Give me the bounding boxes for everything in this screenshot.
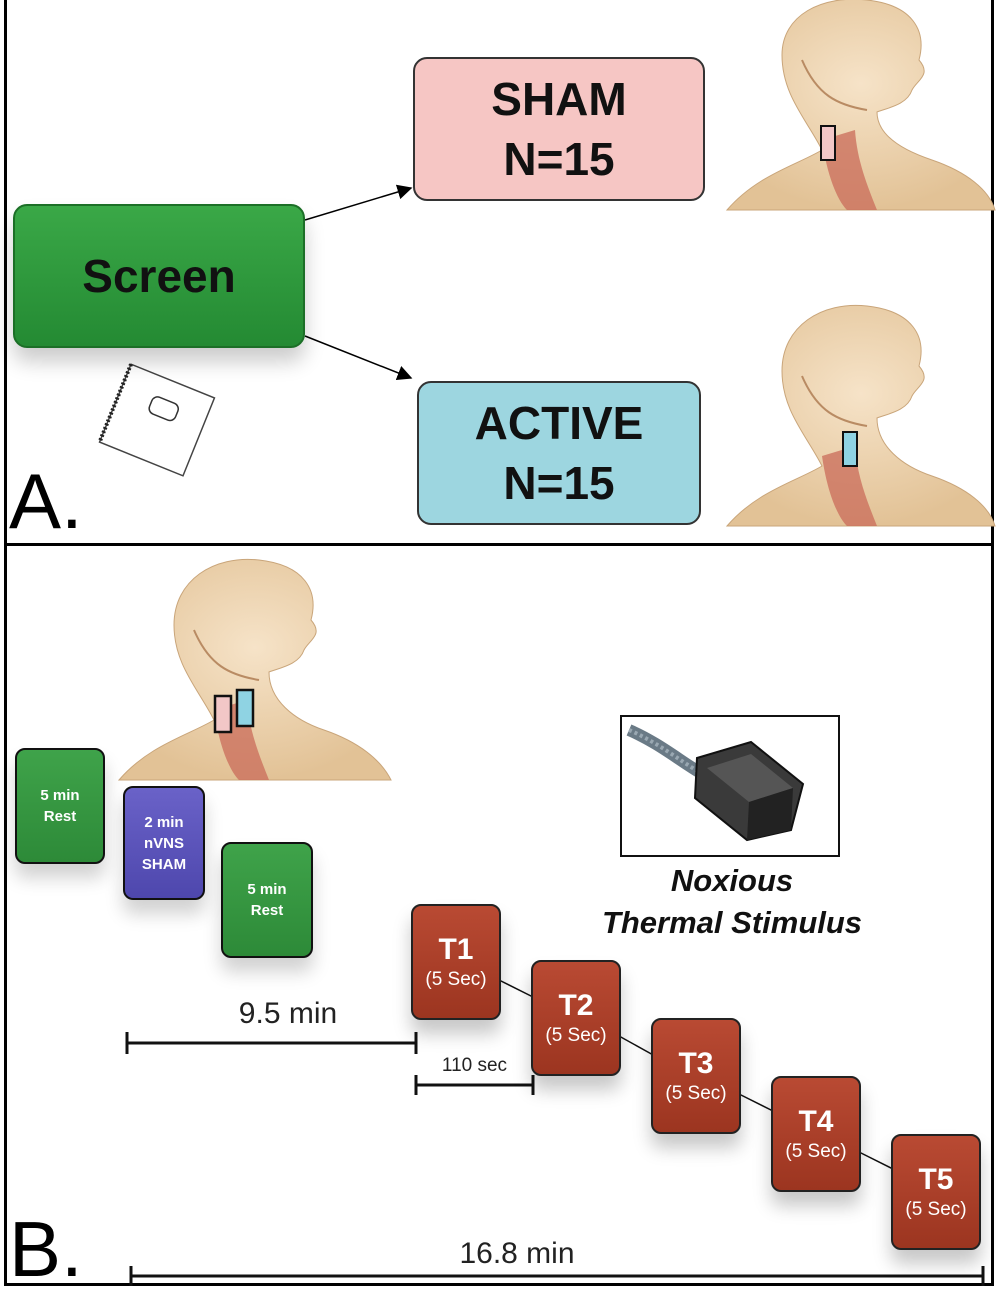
sham-count: N=15 (503, 133, 615, 185)
nvns-duration: 2 min (144, 813, 184, 831)
sham-group-box: SHAM N=15 (413, 57, 705, 201)
panel-b: 5 min Rest 2 min nVNS SHAM 5 min Rest No… (4, 543, 994, 1293)
arrow-to-active (304, 335, 413, 380)
trial-1-duration: (5 Sec) (425, 969, 487, 990)
trial-block-2: T2 (5 Sec) (531, 960, 621, 1076)
rest-block-1: 5 min Rest (15, 748, 105, 864)
trial-5-label: T5 (918, 1163, 954, 1196)
trial-block-3: T3 (5 Sec) (651, 1018, 741, 1134)
rest-2-duration: 5 min (247, 881, 287, 898)
span-interval-label: 110 sec (441, 1055, 508, 1076)
active-label: ACTIVE (474, 397, 644, 449)
head-illustration-both (117, 558, 392, 781)
connector-t2-t3 (618, 1035, 656, 1057)
stimulus-caption-line2: Thermal Stimulus (601, 905, 863, 940)
panel-b-letter: B. (9, 1205, 83, 1293)
trial-2-label: T2 (558, 989, 594, 1022)
notebook-device-icon (97, 363, 216, 477)
trial-1-label: T1 (438, 933, 474, 966)
connector-t3-t4 (738, 1093, 776, 1113)
panel-b-drawings (117, 558, 985, 1286)
thermal-probe-image (620, 715, 840, 857)
trial-block-1: T1 (5 Sec) (411, 904, 501, 1020)
span-total-label: 16.8 min (459, 1237, 575, 1270)
rest-1-label: Rest (43, 808, 77, 825)
nvns-block: 2 min nVNS SHAM (123, 786, 205, 900)
trial-4-label: T4 (798, 1105, 834, 1138)
active-group-box: ACTIVE N=15 (417, 381, 701, 525)
panel-a-letter: A. (9, 457, 83, 545)
panel-a: Screen SHAM N=15 ACTIVE N=15 A. (4, 0, 996, 546)
trial-3-label: T3 (678, 1047, 714, 1080)
trial-block-4: T4 (5 Sec) (771, 1076, 861, 1192)
trial-2-duration: (5 Sec) (545, 1025, 607, 1046)
trial-3-duration: (5 Sec) (665, 1083, 727, 1104)
head-illustration-active (725, 304, 996, 527)
span-total-bar (129, 1266, 985, 1286)
stimulus-caption-line1: Noxious (670, 863, 794, 898)
connector-t1-t2 (498, 979, 536, 999)
arrow-to-sham (304, 184, 413, 221)
nvns-label: nVNS (143, 834, 184, 852)
trial-5-duration: (5 Sec) (905, 1199, 967, 1220)
nvns-condition: SHAM (141, 855, 187, 873)
span-baseline-bar (125, 1032, 418, 1054)
trial-block-5: T5 (5 Sec) (891, 1134, 981, 1250)
rest-block-2: 5 min Rest (221, 842, 313, 958)
stimulus-caption: Noxious Thermal Stimulus (567, 860, 897, 944)
trial-4-duration: (5 Sec) (785, 1141, 847, 1162)
sham-label: SHAM (491, 73, 627, 125)
panel-a-drawings (97, 0, 996, 527)
rest-1-duration: 5 min (40, 787, 80, 804)
rest-2-label: Rest (250, 902, 284, 919)
screen-label: Screen (82, 250, 236, 302)
span-baseline-label: 9.5 min (238, 997, 338, 1030)
span-interval-bar (414, 1075, 535, 1095)
active-count: N=15 (503, 457, 615, 509)
head-illustration-sham (725, 0, 996, 211)
screen-box: Screen (13, 204, 305, 348)
connector-t4-t5 (858, 1151, 896, 1171)
